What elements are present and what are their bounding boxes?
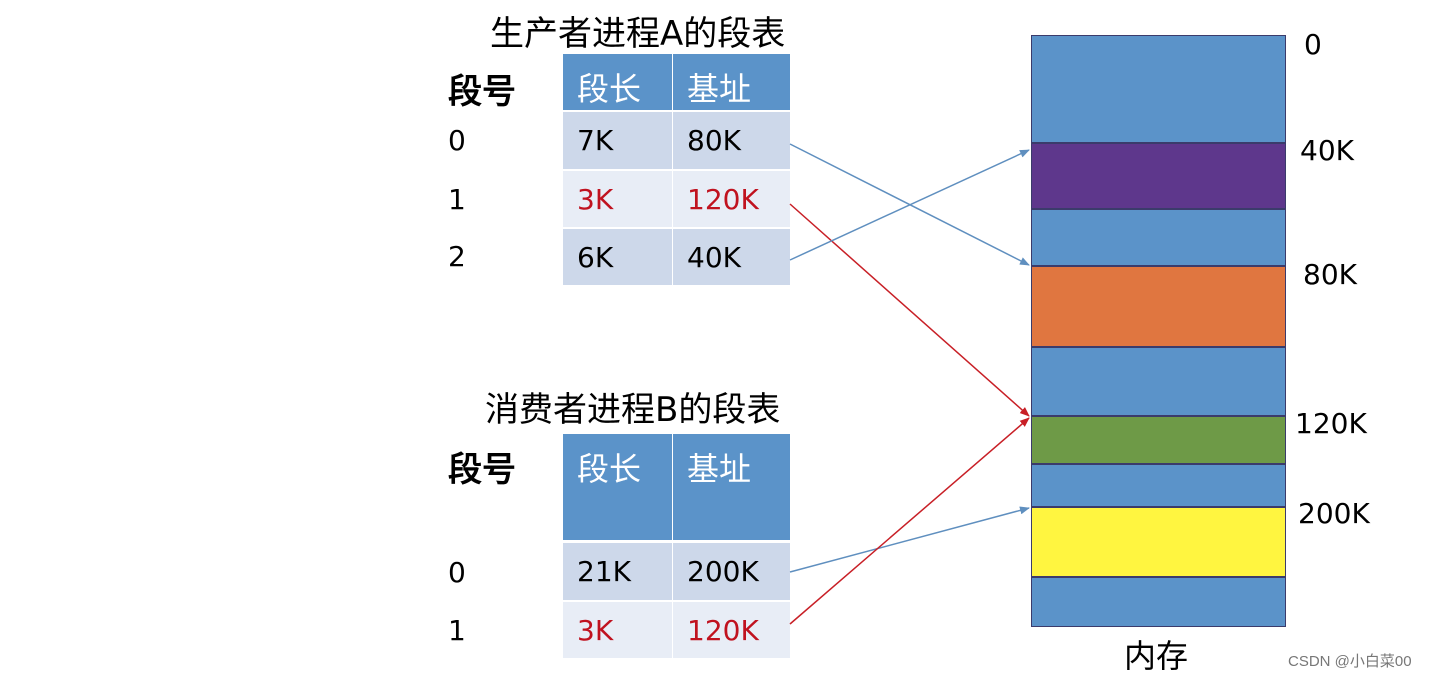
table-a-len-2: 6K [563,229,672,285]
memory-address-200k: 200K [1298,497,1370,530]
memory-segment-200k [1031,507,1286,577]
table-b-header-base: 基址 [673,434,790,540]
memory-free-block [1031,35,1286,143]
table-a-base-0: 80K [673,112,790,169]
memory-segment-40k [1031,143,1286,209]
table-b-seg-label: 段号 [448,450,516,490]
table-b-base-1: 120K [673,602,790,658]
arrow-b0-to-200k [789,506,1030,573]
table-b-seg-0: 0 [448,556,466,589]
table-a-header-base: 基址 [673,54,790,110]
table-a-base-1: 120K [673,171,790,227]
arrow-a1-to-120k [789,203,1030,417]
table-a-base-2: 40K [673,229,790,285]
table-a-seg-2: 2 [448,240,466,273]
table-a-seg-1: 1 [448,183,466,216]
memory-free-block [1031,209,1286,266]
memory-address-40k: 40K [1300,134,1354,167]
watermark: CSDN @小白菜00 [1288,653,1412,670]
table-b-base-0: 200K [673,543,790,600]
memory-address-0: 0 [1304,28,1322,61]
table-a-header-length: 段长 [563,54,672,110]
memory-free-block [1031,464,1286,507]
memory-label: 内存 [1124,637,1189,675]
memory-free-block [1031,347,1286,416]
table-a-seg-0: 0 [448,124,466,157]
table-b-header-length: 段长 [563,434,672,540]
memory-address-80k: 80K [1303,258,1357,291]
table-a-len-0: 7K [563,112,672,169]
table-b-seg-1: 1 [448,614,466,647]
table-a-len-1: 3K [563,171,672,227]
memory-segment-120k [1031,416,1286,464]
table-a-seg-label: 段号 [448,72,516,112]
memory-segment-80k [1031,266,1286,347]
table-b-len-0: 21K [563,543,672,600]
table-b-len-1: 3K [563,602,672,658]
arrow-b1-to-120k [789,417,1030,625]
memory-free-block [1031,577,1286,627]
table-a-title: 生产者进程A的段表 [490,14,786,54]
arrow-a2-to-40k [789,149,1030,261]
memory-address-120k: 120K [1295,407,1367,440]
table-b-title: 消费者进程B的段表 [485,390,781,430]
